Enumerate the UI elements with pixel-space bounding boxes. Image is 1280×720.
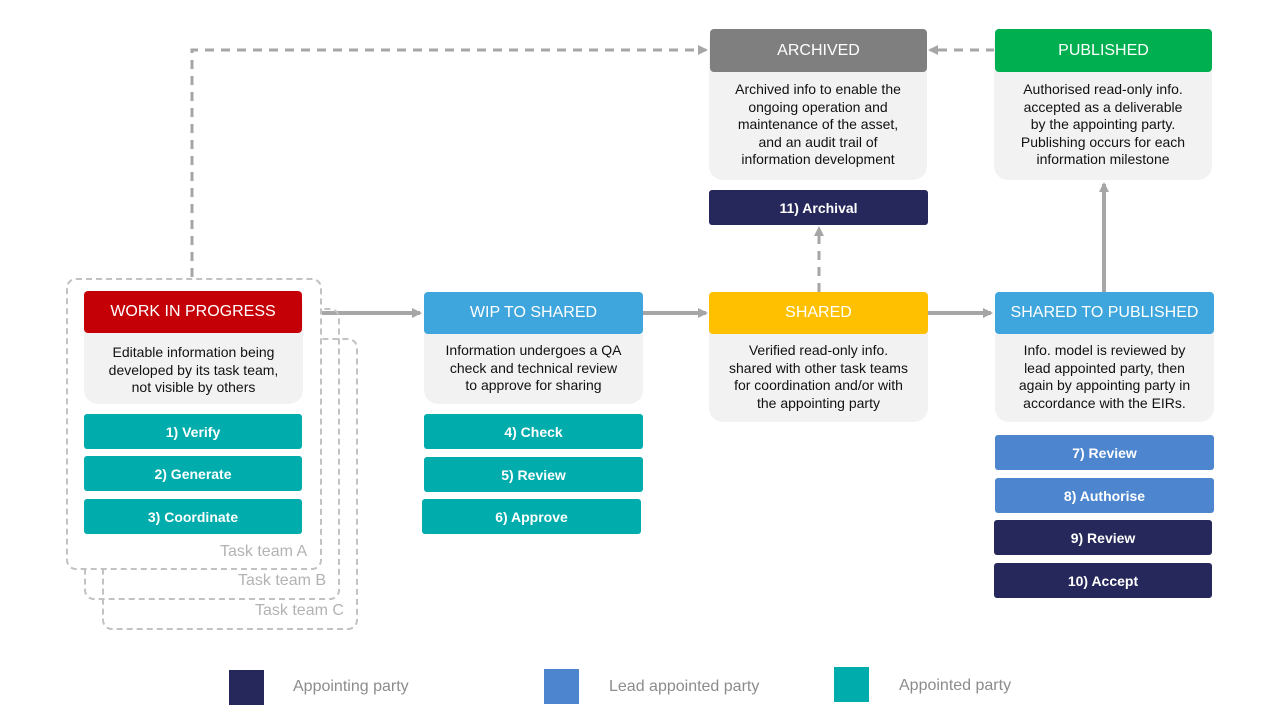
step-check: 4) Check <box>424 414 643 449</box>
task-team-b-label: Task team B <box>238 572 327 589</box>
step-review-5: 5) Review <box>424 457 643 492</box>
task-team-c-label: Task team C <box>255 602 344 619</box>
step-approve: 6) Approve <box>422 499 641 534</box>
wip-header: WORK IN PROGRESS <box>84 291 302 333</box>
step-coordinate: 3) Coordinate <box>84 499 302 534</box>
step-authorise: 8) Authorise <box>995 478 1214 513</box>
step-generate: 2) Generate <box>84 456 302 491</box>
task-team-a-label: Task team A <box>220 543 308 560</box>
legend-swatch-appointing-party <box>229 670 264 705</box>
step-verify: 1) Verify <box>84 414 302 449</box>
archived-header: ARCHIVED <box>710 29 927 72</box>
step-archival: 11) Archival <box>709 190 928 225</box>
shared-header: SHARED <box>709 292 928 334</box>
published-header: PUBLISHED <box>995 29 1212 72</box>
shared-to-published-header: SHARED TO PUBLISHED <box>995 292 1214 334</box>
published-description: Authorised read-only info.accepted as a … <box>1020 81 1186 167</box>
step-review-7: 7) Review <box>995 435 1214 470</box>
wip-to-shared-header: WIP TO SHARED <box>424 292 643 334</box>
legend-label-lead-appointed-party: Lead appointed party <box>609 678 760 695</box>
arrow-wip-to-archived <box>190 45 708 277</box>
step-review-9: 9) Review <box>994 520 1212 555</box>
step-accept: 10) Accept <box>994 563 1212 598</box>
legend-swatch-appointed-party <box>834 667 869 702</box>
shared-description: Verified read-only info.shared with othe… <box>729 342 908 411</box>
legend-label-appointed-party: Appointed party <box>899 677 1012 694</box>
legend-label-appointing-party: Appointing party <box>293 678 409 695</box>
legend-swatch-lead-appointed-party <box>544 669 579 704</box>
